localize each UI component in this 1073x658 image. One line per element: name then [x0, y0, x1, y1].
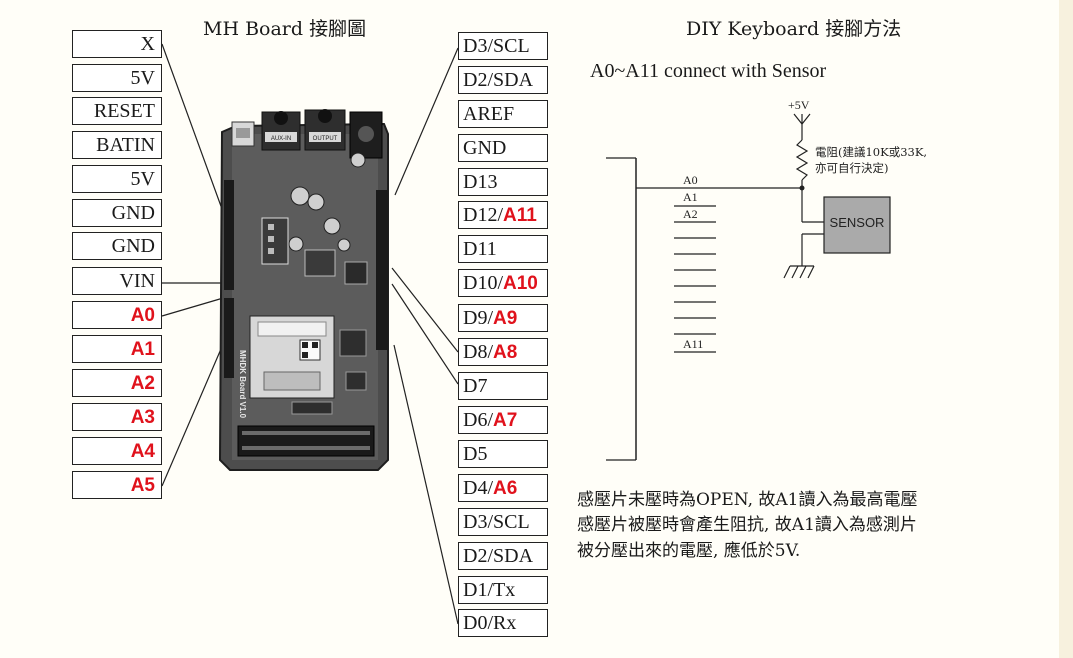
- output-silkscreen: OUTPUT: [313, 136, 338, 142]
- left-pin: VIN: [72, 267, 162, 295]
- left-pin-analog: A5: [72, 471, 162, 499]
- bus-label-a1: A1: [683, 190, 698, 204]
- mh-board-image: AUX-IN OUTPUT: [218, 109, 389, 471]
- connect-sensor-label: A0~A11 connect with Sensor: [590, 60, 827, 82]
- right-leader-lines: [391, 47, 459, 625]
- note-line-1: 感壓片未壓時為OPEN, 故A1讀入為最高電壓: [577, 490, 918, 510]
- left-pin-analog: A1: [72, 335, 162, 363]
- note-line-2: 感壓片被壓時會產生阻抗, 故A1讀入為感測片: [577, 515, 917, 535]
- right-pin: D6/A7: [458, 406, 548, 434]
- right-pin: D4/A6: [458, 474, 548, 502]
- resistor-note-line1: 電阻(建議10K或33K,: [815, 145, 927, 159]
- keyboard-wiring-title: DIY Keyboard 接腳方法: [686, 18, 902, 40]
- sensor-box: [823, 196, 891, 254]
- left-pin: GND: [72, 232, 162, 260]
- left-pin: 5V: [72, 64, 162, 92]
- bus-label-a11: A11: [683, 337, 703, 351]
- right-pin: D2/SDA: [458, 66, 548, 94]
- left-pin-analog: A3: [72, 403, 162, 431]
- right-pin: D13: [458, 168, 548, 196]
- bus-label-a2: A2: [683, 207, 698, 221]
- bus-label-a0: A0: [683, 173, 698, 187]
- left-pin: BATIN: [72, 131, 162, 159]
- right-pin: GND: [458, 134, 548, 162]
- aux-in-silkscreen: AUX-IN: [271, 136, 291, 142]
- left-leader-lines: [161, 43, 231, 487]
- right-pin: D7: [458, 372, 548, 400]
- right-pin: D0/Rx: [458, 609, 548, 637]
- left-pin-analog: A4: [72, 437, 162, 465]
- right-pin: D11: [458, 235, 548, 263]
- ground-icon: [783, 265, 815, 279]
- right-pin: D10/A10: [458, 269, 548, 297]
- keyboard-schematic: A0 A1 A2 A11 +5V 電阻(建議10K或33K, 亦可自行決定) S…: [606, 98, 927, 461]
- resistor-note-line2: 亦可自行決定): [815, 161, 889, 175]
- sensor-label: SENSOR: [830, 215, 885, 230]
- vcc-label: +5V: [788, 98, 810, 112]
- right-pin: D2/SDA: [458, 542, 548, 570]
- right-pin: D5: [458, 440, 548, 468]
- left-pin-analog: A2: [72, 369, 162, 397]
- board-pinout-title: MH Board 接腳圖: [203, 18, 367, 40]
- left-pin: 5V: [72, 165, 162, 193]
- right-pin: D12/A11: [458, 201, 548, 229]
- right-pin: D8/A8: [458, 338, 548, 366]
- left-pin: RESET: [72, 97, 162, 125]
- right-pin: D3/SCL: [458, 32, 548, 60]
- board-silkscreen: MHDK Board V1.0: [238, 350, 247, 419]
- right-pin: D9/A9: [458, 304, 548, 332]
- left-pin-analog: A0: [72, 301, 162, 329]
- resistor-symbol: [795, 139, 809, 181]
- right-pin: AREF: [458, 100, 548, 128]
- left-pin: X: [72, 30, 162, 58]
- note-line-3: 被分壓出來的電壓, 應低於5V.: [577, 541, 801, 561]
- right-pin: D3/SCL: [458, 508, 548, 536]
- right-pin: D1/Tx: [458, 576, 548, 604]
- left-pin: GND: [72, 199, 162, 227]
